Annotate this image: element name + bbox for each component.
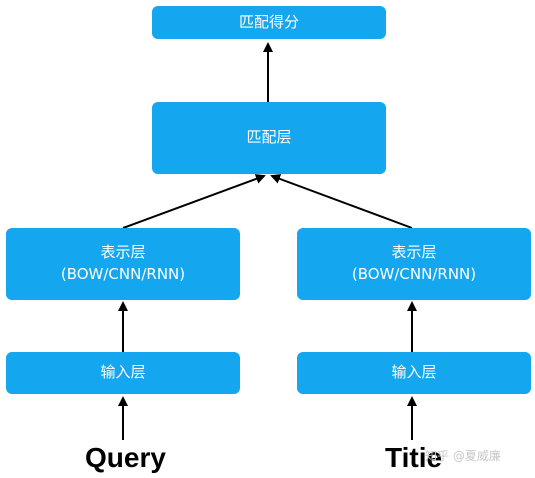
match-layer-node: 匹配层	[152, 102, 386, 174]
arrow-rep-right-to-match	[270, 174, 413, 229]
title-label: Titie	[385, 442, 443, 473]
input-layer-left: 输入层	[6, 352, 240, 394]
rep-right-title: 表示层	[391, 243, 437, 262]
watermark-text: 知乎 @夏威廉	[425, 449, 501, 463]
input-layer-right: 输入层	[297, 352, 531, 394]
score-node: 匹配得分	[152, 6, 386, 39]
query-label: Query	[85, 442, 166, 473]
score-label: 匹配得分	[238, 12, 299, 31]
representation-layer-right: 表示层 (BOW/CNN/RNN)	[297, 228, 531, 300]
input-left-label: 输入层	[100, 363, 146, 382]
input-right-label: 输入层	[391, 363, 437, 382]
rep-left-title: 表示层	[100, 243, 146, 262]
representation-layer-left: 表示层 (BOW/CNN/RNN)	[6, 228, 240, 300]
rep-left-subtitle: (BOW/CNN/RNN)	[60, 265, 186, 283]
match-layer-label: 匹配层	[246, 128, 292, 147]
rep-right-subtitle: (BOW/CNN/RNN)	[351, 265, 477, 283]
arrow-rep-left-to-match	[122, 174, 266, 229]
